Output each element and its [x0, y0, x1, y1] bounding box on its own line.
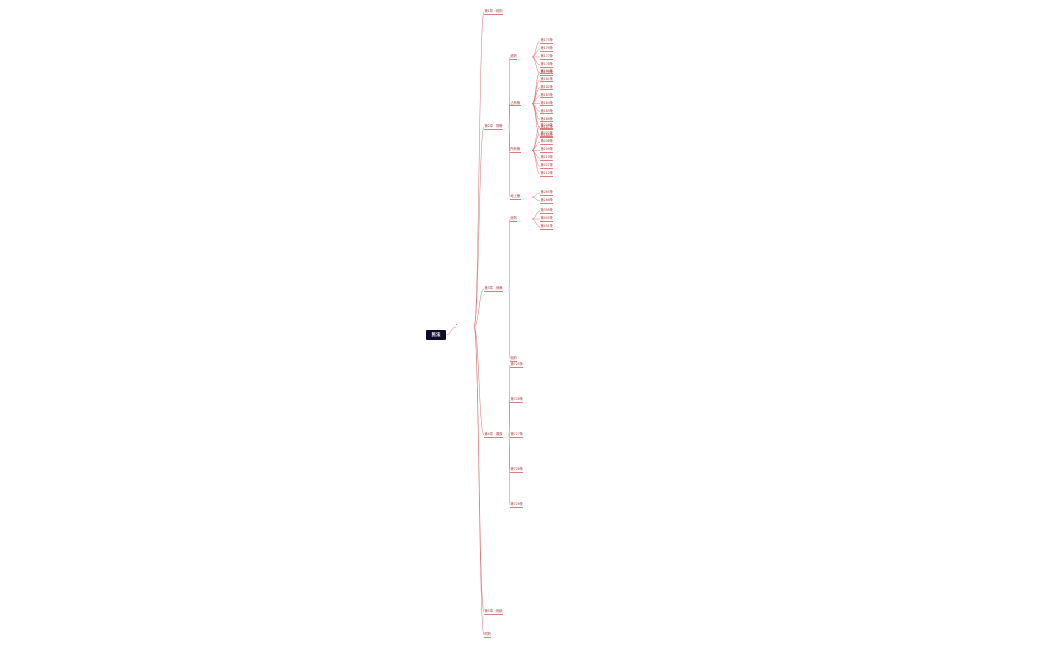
edge-b4-1 — [531, 196, 541, 202]
edge-d-1 — [508, 399, 511, 436]
leaf-b2-2[interactable]: 第182条 — [540, 84, 554, 91]
leaf-b2-8[interactable]: 第188条 — [540, 132, 554, 139]
sub-b1[interactable]: 総則 — [510, 54, 518, 60]
edge-b-3 — [508, 126, 511, 198]
edge-hub-a — [473, 11, 485, 328]
leaf-b1-2[interactable]: 第177条 — [540, 54, 554, 60]
edge-root-hub — [445, 326, 457, 336]
leaf-b3-0[interactable]: 第206条 — [540, 123, 554, 129]
leaf-b2-4[interactable]: 第184条 — [540, 100, 554, 107]
edge-c1-2 — [531, 218, 541, 228]
sub-b2[interactable]: 占有権 — [510, 100, 521, 107]
leaf-b2-7[interactable]: 第187条 — [540, 124, 554, 131]
edge-b2-6 — [531, 103, 541, 120]
sub-b3[interactable]: 所有権 — [510, 147, 521, 153]
leaf-b4-1[interactable]: 第266条 — [540, 198, 554, 204]
edge-hub-f — [473, 326, 485, 636]
leaf-b2-3[interactable]: 第183条 — [540, 92, 554, 99]
leaf-b2-0[interactable]: 第180条 — [540, 68, 554, 75]
leaf-b2-6[interactable]: 第186条 — [540, 116, 554, 123]
edge-b3-6 — [531, 150, 541, 175]
leaf-b1-1[interactable]: 第176条 — [540, 46, 554, 52]
sub-d-2[interactable]: 第727条 — [510, 432, 524, 438]
sub-b4[interactable]: 地上権 — [510, 194, 521, 200]
edge-b1-0 — [531, 40, 541, 58]
edge-b-1 — [508, 103, 511, 128]
chapter-d[interactable]: 第4章 親族 — [484, 432, 503, 438]
edge-b1-4 — [531, 56, 541, 74]
leaf-b3-5[interactable]: 第211条 — [540, 163, 554, 169]
sub-d-4[interactable]: 第729条 — [510, 502, 524, 508]
chapter-e[interactable]: 第5章 相続 — [484, 609, 503, 615]
edge-b2-0 — [531, 71, 541, 104]
edge-hub-d — [473, 326, 485, 436]
edge-c-1 — [508, 288, 511, 360]
sub-d-3[interactable]: 第728条 — [510, 467, 524, 473]
leaf-c1-1[interactable]: 第400条 — [540, 216, 554, 222]
chapter-c[interactable]: 第3章 債権 — [484, 286, 503, 292]
leaf-b3-2[interactable]: 第208条 — [540, 139, 554, 145]
edge-b3-5 — [531, 150, 541, 167]
edge-b2-8 — [531, 103, 541, 136]
sub-d-0[interactable]: 第725条 — [510, 362, 524, 368]
leaf-b3-1[interactable]: 第207条 — [540, 131, 554, 137]
edge-b1-1 — [531, 48, 541, 58]
leaf-b3-4[interactable]: 第210条 — [540, 155, 554, 161]
leaf-b3-3[interactable]: 第209条 — [540, 147, 554, 153]
edge-d-4 — [508, 434, 511, 506]
chapter-a[interactable]: 第1章 総則 — [484, 9, 503, 15]
edge-b3-1 — [531, 134, 541, 151]
edge-b2-2 — [531, 87, 541, 104]
sub-c1[interactable]: 総則 — [510, 216, 518, 222]
root-node[interactable]: 民法 — [426, 330, 446, 340]
edge-hub-c — [473, 288, 485, 328]
leaf-b1-0[interactable]: 第175条 — [540, 38, 554, 44]
leaf-b2-5[interactable]: 第185条 — [540, 108, 554, 115]
edge-c-0 — [508, 218, 511, 290]
leaf-b1-4[interactable]: 第179条 — [540, 70, 554, 76]
edge-b1-3 — [531, 56, 541, 66]
edge-b4-0 — [531, 192, 541, 198]
sub-d-1[interactable]: 第726条 — [510, 397, 524, 403]
leaf-b4-0[interactable]: 第265条 — [540, 190, 554, 196]
chapter-f[interactable]: 附則 — [484, 632, 492, 638]
edge-c1-0 — [531, 210, 541, 220]
leaf-b1-3[interactable]: 第178条 — [540, 62, 554, 68]
leaf-b2-1[interactable]: 第181条 — [540, 76, 554, 83]
leaf-b3-6[interactable]: 第212条 — [540, 171, 554, 177]
sub-c2[interactable]: 契約 — [510, 356, 518, 362]
chapter-b[interactable]: 第2章 物権 — [484, 124, 503, 130]
leaf-c1-0[interactable]: 第399条 — [540, 208, 554, 214]
leaf-c1-2[interactable]: 第401条 — [540, 224, 554, 230]
hub-node[interactable] — [456, 324, 457, 325]
